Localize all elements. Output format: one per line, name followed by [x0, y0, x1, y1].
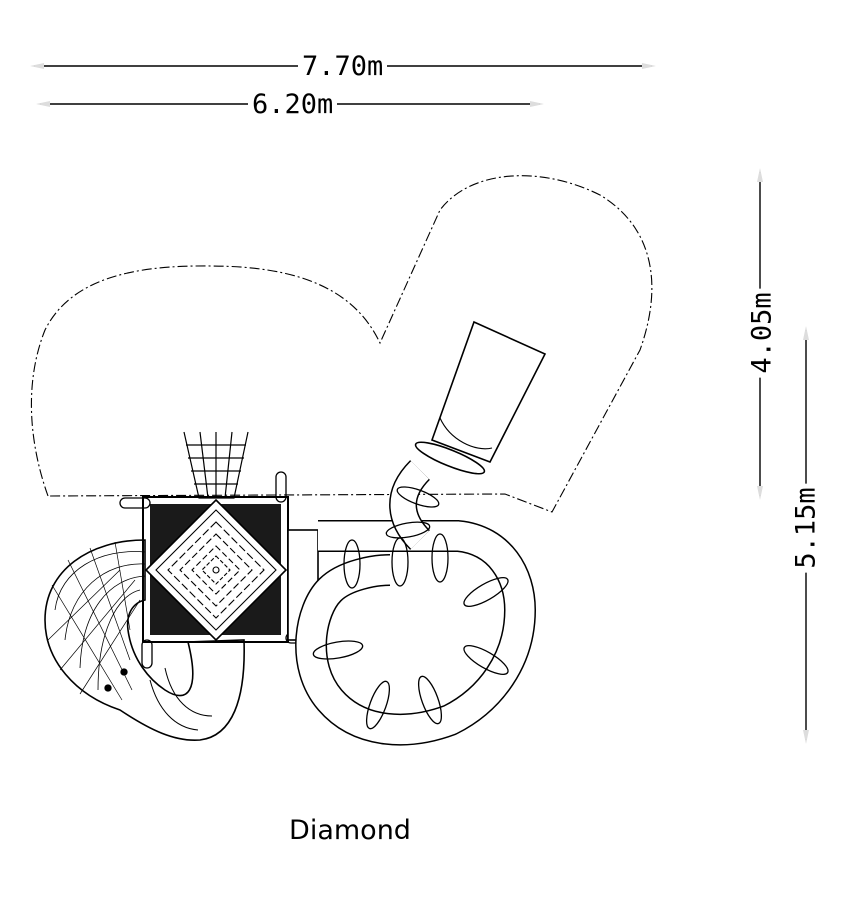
dimension-label-platform-width: 6.20m: [248, 90, 338, 120]
safety-zone-outline: [30, 175, 653, 513]
left-tunnel-slide: [44, 539, 245, 741]
product-caption: Diamond: [289, 815, 411, 846]
dimension-label-safety-depth: 4.05m: [747, 288, 778, 378]
dimension-label-overall-width: 7.70m: [298, 52, 388, 82]
straight-slide: [414, 320, 547, 475]
diamond-roof: [144, 498, 288, 642]
spiral-tube-slide: [287, 460, 537, 746]
dimension-label-overall-depth: 5.15m: [791, 483, 822, 573]
climbing-net: [183, 431, 249, 499]
